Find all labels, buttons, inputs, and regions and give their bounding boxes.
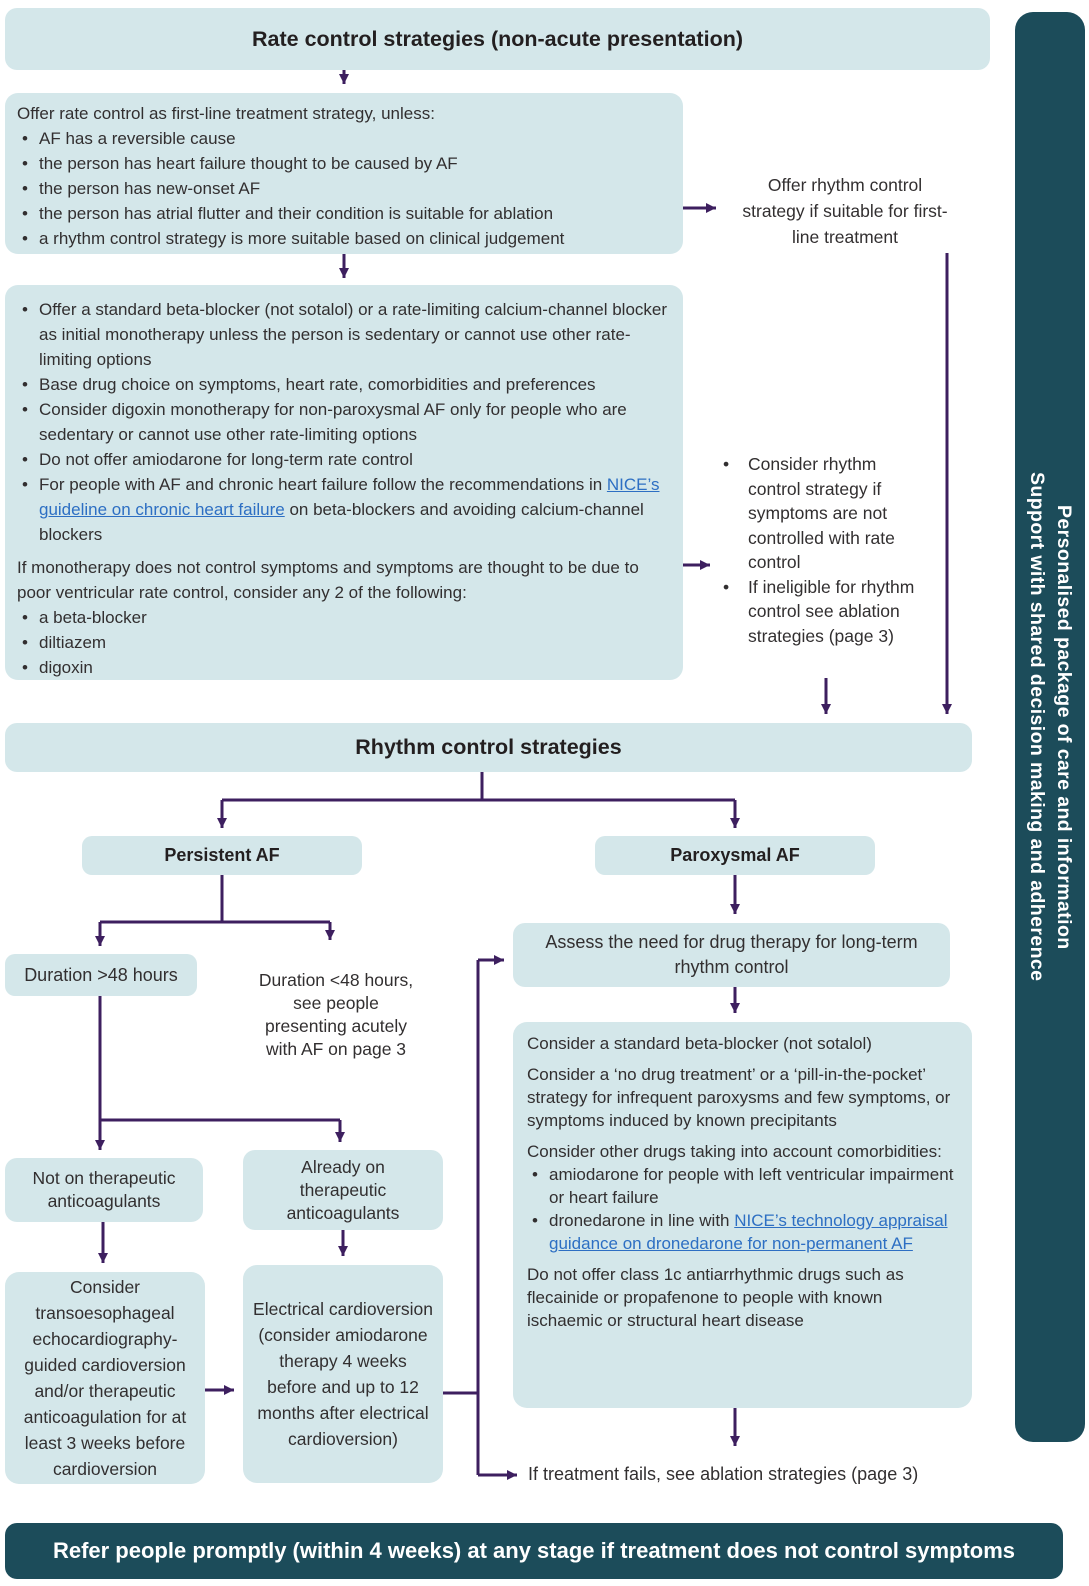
long-term-drug-therapy-box: Consider a standard beta-blocker (not so…: [513, 1022, 972, 1408]
combo-intro: If monotherapy does not control symptoms…: [17, 558, 639, 602]
title-banner: Rate control strategies (non-acute prese…: [5, 8, 990, 70]
monotherapy-box: Offer a standard beta-blocker (not sotal…: [5, 285, 683, 680]
electrical-cardioversion-box: Electrical cardioversion (consider amiod…: [243, 1265, 443, 1483]
list-item: a rhythm control strategy is more suitab…: [17, 226, 671, 251]
dronedarone-pre: dronedarone in line with: [549, 1211, 735, 1230]
paroxysmal-af-box: Paroxysmal AF: [595, 836, 875, 875]
drug-p4: Do not offer class 1c antiarrhythmic dru…: [527, 1265, 904, 1330]
list-item: the person has heart failure thought to …: [17, 151, 671, 176]
list-item: the person has new-onset AF: [17, 176, 671, 201]
list-item: Base drug choice on symptoms, heart rate…: [17, 372, 671, 397]
consider-rhythm-bullet-list: Consider rhythm control strategy if symp…: [718, 452, 918, 648]
duration-under-48-note: Duration <48 hours, see people presentin…: [258, 970, 414, 1059]
rhythm-header-label: Rhythm control strategies: [355, 735, 622, 759]
hf-bullet-pre: For people with AF and chronic heart fai…: [39, 475, 607, 494]
assess-drug-therapy-box: Assess the need for drug therapy for lon…: [513, 923, 950, 987]
dronedarone-guidance-link[interactable]: NICE’s technology appraisal guidance on …: [549, 1211, 948, 1253]
personalised-care-sidebar: Personalised package of care and informa…: [1015, 12, 1085, 1442]
drug-p2: Consider a ‘no drug treatment’ or a ‘pil…: [527, 1065, 951, 1130]
drug-p1: Consider a standard beta-blocker (not so…: [527, 1034, 872, 1053]
consider-rhythm-note: Consider rhythm control strategy if symp…: [718, 452, 918, 648]
hf-bullet-post: on beta-blockers and avoiding calcium-ch…: [39, 500, 644, 544]
treatment-fails-note: If treatment fails, see ablation strateg…: [528, 1464, 919, 1484]
not-on-anticoagulants-box: Not on therapeutic anticoagulants: [5, 1158, 203, 1222]
combo-bullet-list: a beta-blocker diltiazem digoxin: [17, 605, 671, 680]
monotherapy-bullet-list: Offer a standard beta-blocker (not sotal…: [17, 297, 671, 547]
offer-rhythm-note: Offer rhythm control strategy if suitabl…: [742, 175, 948, 247]
drug-p3: Consider other drugs taking into account…: [527, 1142, 942, 1161]
list-item: Consider digoxin monotherapy for non-par…: [17, 397, 671, 447]
list-item: Consider rhythm control strategy if symp…: [718, 452, 918, 575]
list-item: Do not offer amiodarone for long-term ra…: [17, 447, 671, 472]
first-line-intro: Offer rate control as first-line treatme…: [17, 104, 435, 123]
sidebar-vertical-text: Personalised package of care and informa…: [1023, 472, 1077, 981]
sidebar-line-1: Personalised package of care and informa…: [1053, 504, 1075, 950]
list-item: digoxin: [17, 655, 671, 680]
list-item: amiodarone for people with left ventricu…: [527, 1163, 958, 1209]
connector-persistent-split: [100, 875, 330, 924]
list-item: diltiazem: [17, 630, 671, 655]
sidebar-line-2: Support with shared decision making and …: [1026, 472, 1048, 982]
list-item: the person has atrial flutter and their …: [17, 201, 671, 226]
already-on-anticoagulants-box: Already on therapeutic anticoagulants: [243, 1150, 443, 1230]
chronic-heart-failure-link[interactable]: NICE’s guideline on chronic heart failur…: [39, 475, 660, 519]
duration-over-48-box: Duration >48 hours: [5, 954, 197, 996]
rate-control-first-line-box: Offer rate control as first-line treatme…: [5, 93, 683, 254]
refer-promptly-banner: Refer people promptly (within 4 weeks) a…: [5, 1523, 1063, 1579]
persistent-af-box: Persistent AF: [82, 836, 362, 875]
page-title: Rate control strategies (non-acute prese…: [252, 26, 743, 51]
list-item: dronedarone in line with NICE’s technolo…: [527, 1209, 958, 1255]
first-line-bullet-list: AF has a reversible cause the person has…: [17, 126, 671, 251]
drug-bullet-list: amiodarone for people with left ventricu…: [527, 1163, 958, 1255]
connector-ecv-feedback-line: [443, 960, 480, 1475]
list-item: For people with AF and chronic heart fai…: [17, 472, 671, 547]
list-item: If ineligible for rhythm control see abl…: [718, 575, 918, 649]
list-item: AF has a reversible cause: [17, 126, 671, 151]
list-item: a beta-blocker: [17, 605, 671, 630]
list-item: Offer a standard beta-blocker (not sotal…: [17, 297, 671, 372]
rhythm-control-header: Rhythm control strategies: [5, 723, 972, 772]
toe-cardioversion-box: Consider transoesophageal echocardiograp…: [5, 1272, 205, 1484]
connector-rhythm-branch-stem: [222, 772, 735, 802]
